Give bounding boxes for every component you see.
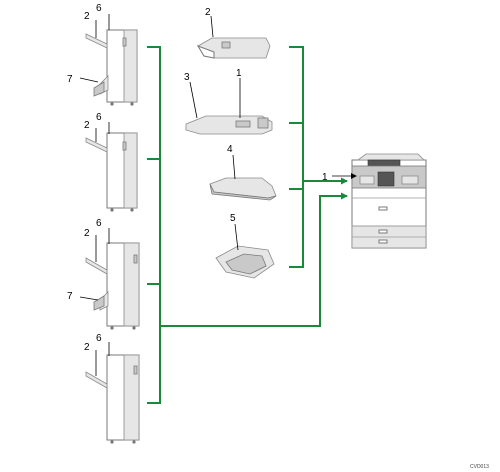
option-unit-2: 2	[196, 7, 271, 59]
finisher-unit-4: 2 6	[84, 333, 140, 444]
option-unit-4: 4	[209, 144, 277, 201]
callout-6: 6	[96, 218, 102, 229]
callout-5: 5	[230, 213, 236, 224]
callout-4: 4	[227, 144, 233, 155]
finisher-unit-2: 2 6	[84, 112, 138, 212]
printer-main-unit: 1	[322, 153, 427, 249]
callout-7: 7	[67, 74, 73, 85]
callout-2: 2	[84, 120, 90, 131]
callout-2: 2	[84, 342, 90, 353]
option-unit-5: 5	[215, 213, 275, 279]
finisher-unit-1: 2 6 7	[67, 3, 138, 106]
callout-6: 6	[96, 112, 102, 123]
callout-3: 3	[184, 72, 190, 83]
callout-6: 6	[96, 333, 102, 344]
figure-code: CVD013	[470, 464, 489, 470]
callout-1: 1	[322, 172, 328, 183]
callout-2: 2	[205, 7, 211, 18]
option-unit-1-3: 3 1	[184, 68, 273, 135]
callout-2: 2	[84, 11, 90, 22]
callout-6: 6	[96, 3, 102, 14]
connector-right-bracket	[289, 46, 348, 268]
callout-2: 2	[84, 228, 90, 239]
callout-1: 1	[236, 68, 242, 79]
connector-left-bracket	[147, 46, 348, 404]
finisher-unit-3: 2 6 7	[67, 218, 140, 330]
callout-7: 7	[67, 291, 73, 302]
